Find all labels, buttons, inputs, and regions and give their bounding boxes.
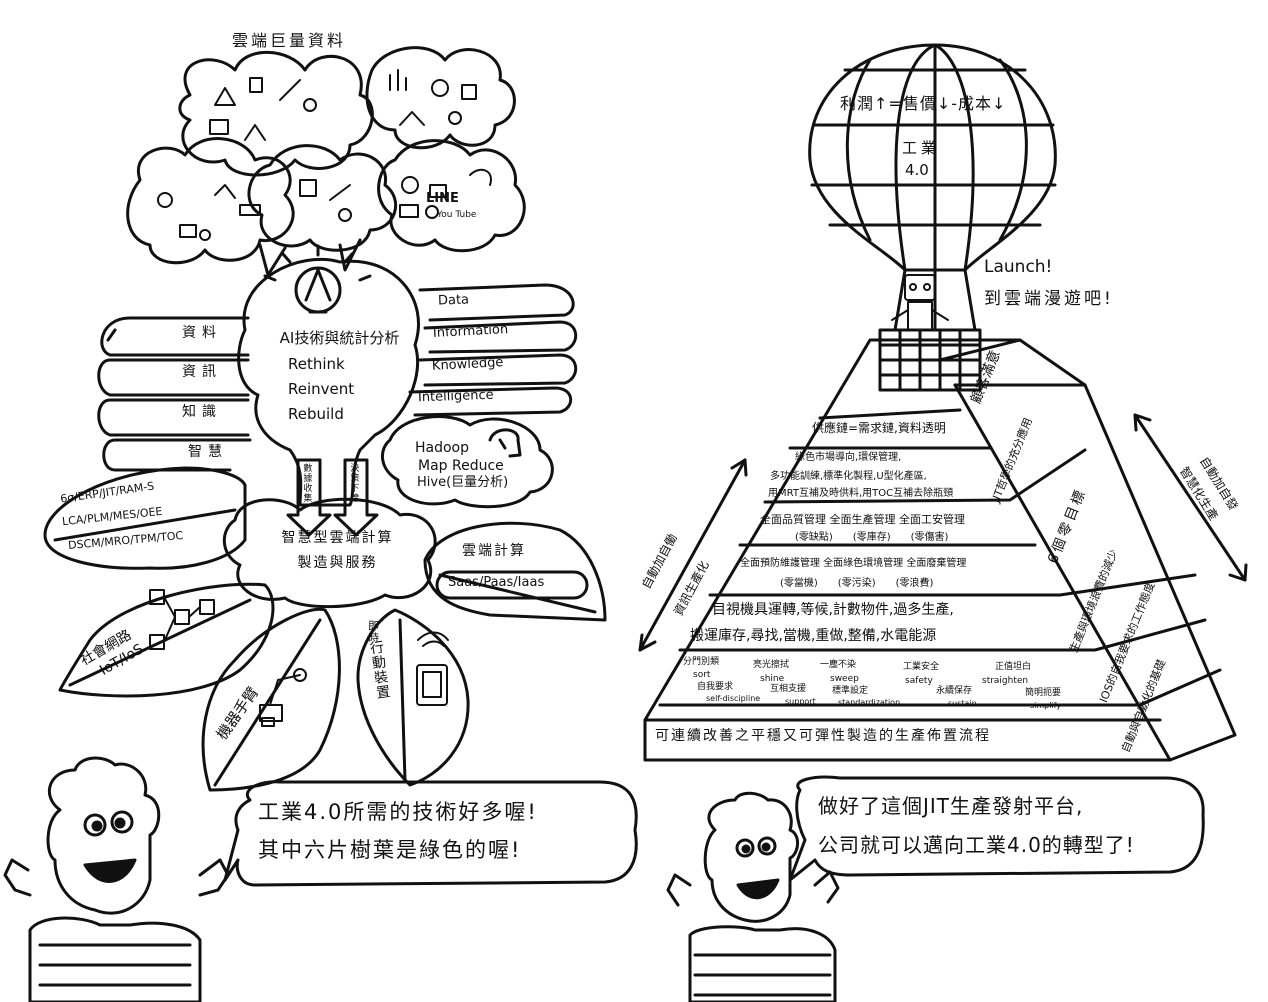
boy-avatar-right [666, 791, 840, 1002]
fives-zh-4: 工業安全 [903, 662, 940, 672]
lightbulb-icon [237, 244, 420, 507]
jit-pyramid [643, 338, 1237, 762]
fives-zh2-4: 永續保存 [936, 686, 973, 696]
fives-en1-5: straighten [982, 676, 1029, 686]
pyramid-row-10: 搬運庫存,尋找,當機,重做,整備,水電能源 [690, 628, 937, 644]
bulb-rethink: Rethink [288, 355, 345, 373]
hadoop-line3: Hive(巨量分析) [417, 475, 509, 490]
pyramid-row-3: 多功能訓練,標準化製程,U型化產區, [770, 471, 927, 482]
fives-zh2-1: 自我要求 [697, 682, 734, 692]
fives-zh2-3: 標準設定 [832, 686, 869, 696]
fives-zh-2: 亮光擦拭 [753, 660, 790, 670]
line-logo: LINE [426, 191, 459, 206]
arrow-label-intelligence-en: Intelligence [417, 387, 494, 406]
arrow-label-data-zh: 資料 [182, 325, 222, 341]
cloud-title: 雲端巨量資料 [232, 31, 347, 50]
leaf-mobile-line2: 即時 [366, 620, 380, 644]
tablet-icon [416, 664, 448, 706]
leaf-cloud-sub: Saas/Paas/Iaas [448, 575, 545, 590]
hadoop-line2: Map Reduce [418, 458, 504, 474]
leaf-robot [201, 607, 341, 792]
hot-air-balloon-icon [808, 43, 1057, 392]
elephant-icon [381, 415, 554, 509]
fives-en2-4: sustain [948, 699, 977, 708]
pyramid-row-7: 全面預防維護管理 全面綠色環境管理 全面廢棄管理 [740, 558, 967, 569]
balloon-formula: 利潤↑=售價↓-成本↓ [840, 94, 1007, 113]
center-cloud-line1: 智慧型雲端計算 [281, 530, 394, 546]
leaf-mobile [356, 608, 470, 787]
bulb-reinvent: Reinvent [288, 380, 355, 398]
fives-en1-2: shine [760, 674, 785, 684]
wifi-icon [417, 631, 449, 647]
hadoop-line1: Hadoop [415, 440, 470, 456]
left-speech-line2: 其中六片樹葉是綠色的喔! [258, 838, 522, 862]
pyramid-row-4: 用MRT互補及時供料,用TOC互補去除瓶頸 [768, 488, 954, 499]
pyramid-row-6: (零缺點) (零庫存) (零傷害) [795, 532, 949, 543]
left-speech-line1: 工業4.0所需的技術好多喔! [258, 800, 538, 824]
fives-en2-1: self-discipline [706, 694, 761, 703]
fives-en2-2: support [785, 697, 816, 706]
bulb-rebuild: Rebuild [288, 405, 344, 423]
center-cloud-icon [222, 497, 437, 609]
center-cloud-line2: 製造與服務 [297, 555, 378, 571]
pyramid-row-1: 供應鏈=需求鏈,資料透明 [812, 421, 946, 435]
leaf-methods [43, 466, 247, 570]
pyramid-row-9: 目視機具運轉,等候,計數物件,過多生產, [712, 602, 954, 618]
right-double-arrow [1133, 413, 1248, 582]
arrow-label-info-zh: 資訊 [182, 364, 222, 380]
fives-en1-4: safety [905, 676, 933, 686]
pyramid-row-2: 綠色市場導向,環保管理, [795, 452, 902, 463]
arrow-label-data-en: Data [437, 292, 470, 309]
fives-en2-3: standardization [838, 698, 901, 707]
fives-zh2-2: 互相支援 [770, 684, 807, 694]
right-arrows [408, 283, 578, 417]
leaf-cloud-title: 雲端計算 [462, 543, 526, 559]
fives-zh2-5: 簡明扼要 [1025, 688, 1062, 698]
fives-en1-3: sweep [830, 674, 859, 684]
pyramid-row-5: 全面品質管理 全面生產管理 全面工安管理 [760, 513, 965, 526]
bulb-title: AI技術與統計分析 [279, 329, 400, 347]
youtube-logo: You Tube [437, 210, 477, 220]
fives-en2-5: simplify [1030, 701, 1062, 710]
down-arrows [286, 458, 379, 537]
left-double-arrow [638, 458, 748, 652]
launch-line2: 到雲端漫遊吧! [984, 289, 1114, 309]
launch-line1: Launch! [984, 257, 1053, 277]
fives-zh-1: 分門別類 [683, 657, 720, 667]
leaf-cloud-calc [423, 521, 607, 622]
right-speech-line1: 做好了這個JIT生產發射平台, [818, 794, 1084, 818]
down-arrow-label-decide: 決策下達 [348, 463, 359, 503]
robot-icon [891, 274, 949, 331]
arrow-label-wisdom-zh: 智慧 [188, 444, 228, 460]
right-speech-bubble [788, 775, 1205, 882]
right-speech-line2: 公司就可以邁向工業4.0的轉型了! [818, 833, 1135, 857]
balloon-label1: 工業 [902, 139, 941, 157]
data-cloud-icon [126, 46, 526, 277]
balloon-label2: 4.0 [905, 161, 929, 179]
pyramid-base: 可連續改善之平穩又可彈性製造的生產佈置流程 [655, 728, 991, 744]
fives-zh-5: 正值坦白 [995, 662, 1032, 672]
leaf-iot [58, 582, 275, 698]
left-speech-bubble [223, 780, 638, 887]
fives-en1-1: sort [693, 670, 711, 680]
fives-zh-3: 一塵不染 [820, 660, 857, 670]
pyramid-row-8: (零當機) (零污染) (零浪費) [780, 578, 934, 589]
arrow-label-knowledge-zh: 知識 [182, 404, 222, 420]
left-arrows [97, 316, 252, 472]
robot-arm-icon [259, 668, 307, 727]
boy-avatar-left [3, 756, 230, 1002]
down-arrow-label-collect: 數據收集 [301, 463, 312, 503]
